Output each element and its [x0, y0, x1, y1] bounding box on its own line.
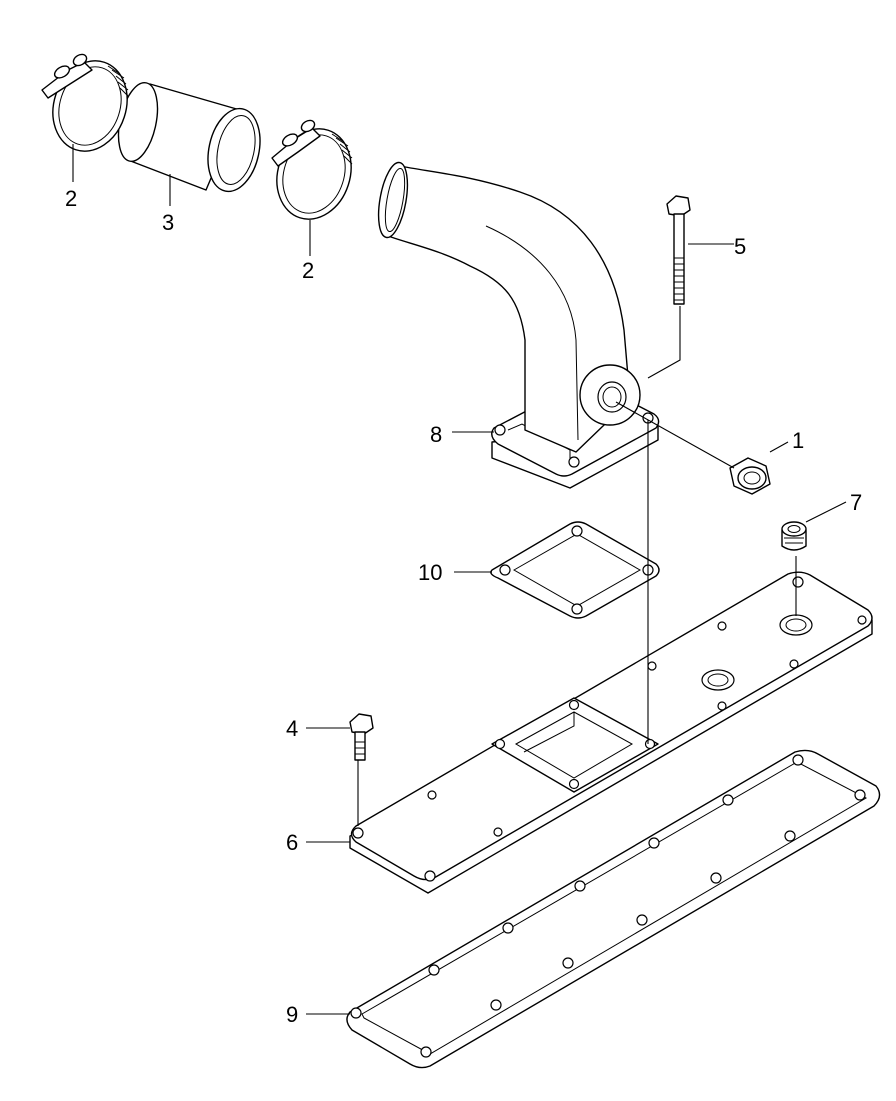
part-5-long-bolt: [666, 195, 691, 305]
callout-6: 6: [286, 830, 298, 855]
callout-10: 10: [418, 560, 442, 585]
callout-4: 4: [286, 716, 298, 741]
part-2-hose-clamp-right: [271, 119, 353, 220]
part-3-hose: [117, 81, 261, 193]
part-1-plug: [729, 457, 771, 495]
part-4-short-bolt: [349, 713, 374, 761]
leader-lines: [72, 144, 847, 1015]
callout-labels: 1 2 2 3 4 5 6 7 8 9 10: [65, 186, 862, 1027]
callout-2-left: 2: [65, 186, 77, 211]
callout-9: 9: [286, 1002, 298, 1027]
part-2-hose-clamp-left: [41, 53, 129, 152]
callout-3: 3: [162, 210, 174, 235]
callout-8: 8: [430, 422, 442, 447]
part-9-manifold-gasket: [346, 749, 881, 1069]
part-8-elbow-pipe: [377, 161, 660, 489]
part-7-threaded-plug: [781, 521, 807, 551]
callout-2-right: 2: [302, 258, 314, 283]
part-10-flange-gasket: [490, 521, 660, 619]
callout-7: 7: [850, 490, 862, 515]
callout-5: 5: [734, 234, 746, 259]
part-6-manifold-plate: [349, 571, 873, 894]
callout-1: 1: [792, 428, 804, 453]
